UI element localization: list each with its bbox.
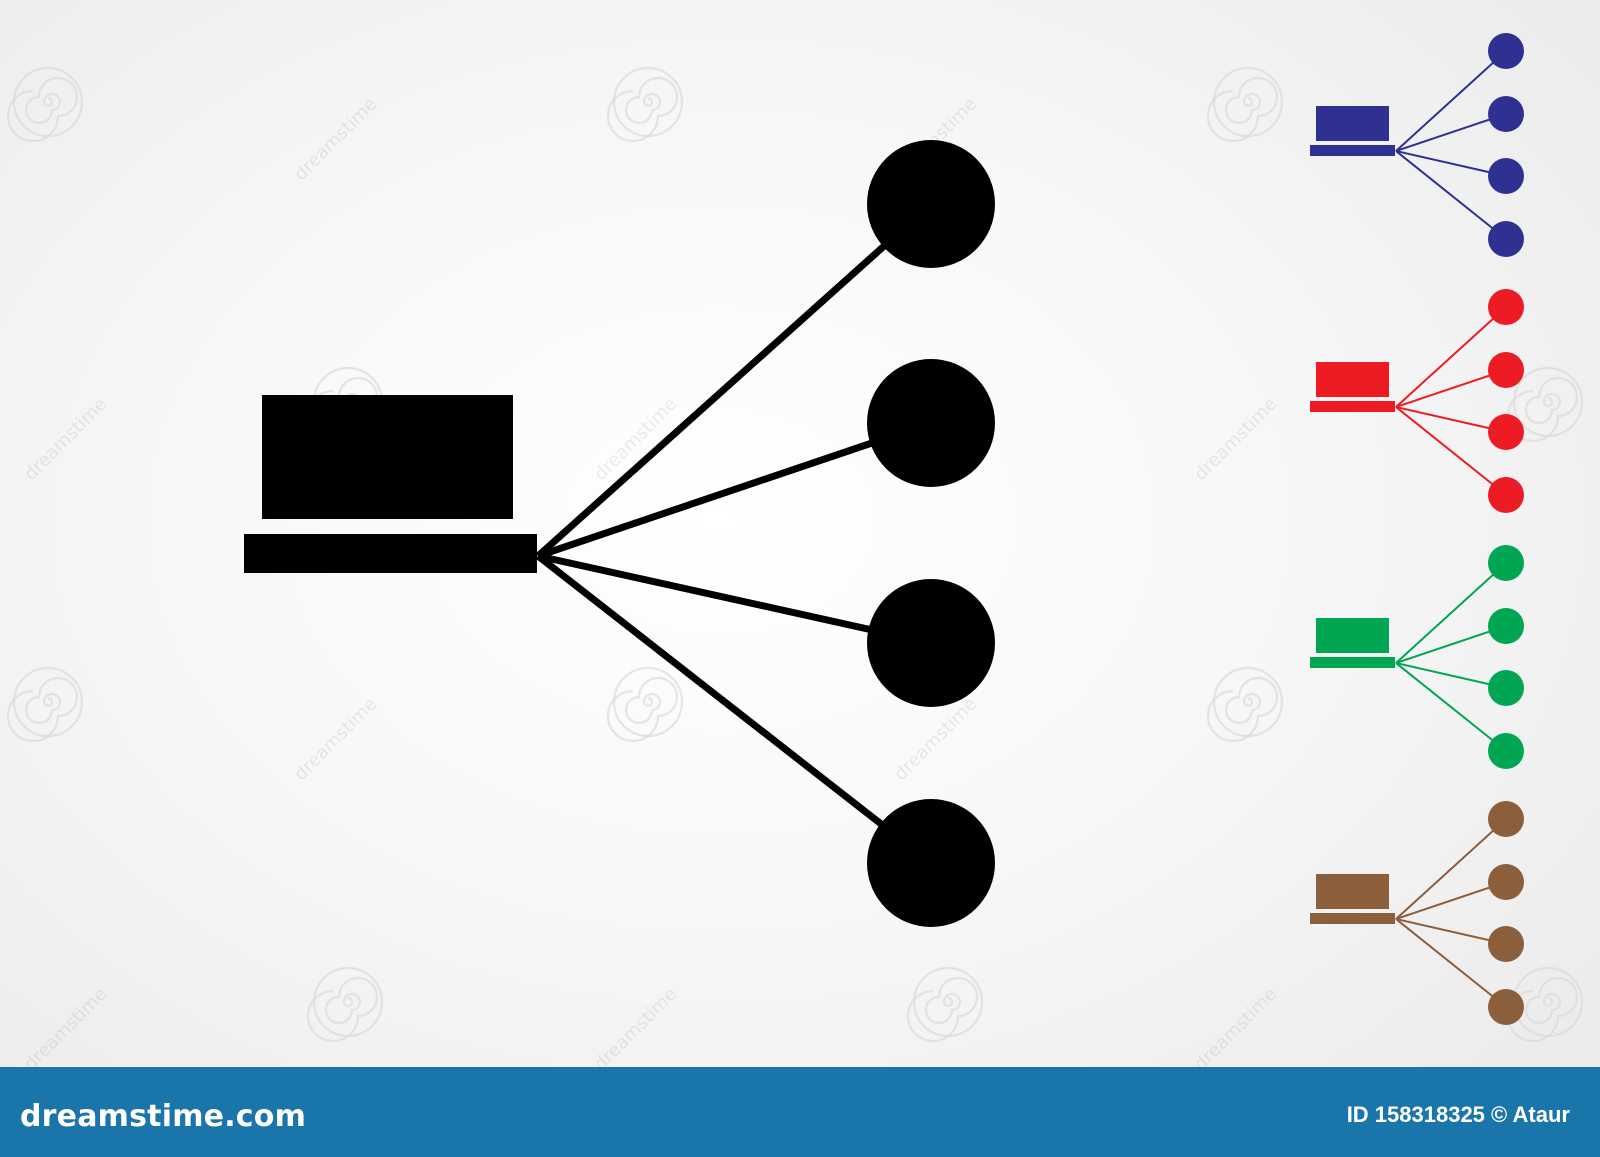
node-circle xyxy=(1488,733,1524,769)
node-circle xyxy=(1488,352,1524,388)
connector-line xyxy=(535,553,934,866)
laptop-screen xyxy=(1316,874,1389,909)
laptop-base xyxy=(1310,657,1395,668)
color-variants xyxy=(1310,33,1524,1025)
connector-line xyxy=(1395,662,1507,752)
connector-line xyxy=(1395,625,1507,664)
connector-line xyxy=(1395,50,1507,152)
watermark-swirl-icon xyxy=(1206,66,1284,143)
node-circle xyxy=(1488,33,1524,69)
site-logo[interactable]: dreamstime.com xyxy=(20,1099,307,1134)
connector-line xyxy=(1395,113,1507,152)
network-share-icon-brown xyxy=(1310,801,1524,1025)
watermark-swirl-icon xyxy=(6,666,84,743)
watermark-swirl-icon xyxy=(1506,366,1584,443)
connector-line xyxy=(1395,150,1507,177)
connector-line xyxy=(537,552,932,647)
connector-line xyxy=(1395,150,1507,240)
laptop-base xyxy=(1310,913,1395,924)
laptop-screen xyxy=(1316,618,1389,653)
watermark-swirl-icon xyxy=(606,666,684,743)
connector-line xyxy=(1395,406,1507,496)
node-circle xyxy=(867,799,995,927)
network-share-icon-red xyxy=(1310,289,1524,513)
laptop-screen xyxy=(1316,362,1389,397)
node-circle xyxy=(867,359,995,487)
laptop-base xyxy=(244,534,537,573)
node-circle xyxy=(1488,477,1524,513)
laptop-base xyxy=(1310,145,1395,156)
connector-line xyxy=(536,419,933,560)
node-circle xyxy=(1488,864,1524,900)
connector-line xyxy=(1395,369,1507,408)
connector-line xyxy=(535,201,934,559)
network-share-icon-green xyxy=(1310,545,1524,769)
node-circle xyxy=(1488,289,1524,325)
laptop-screen xyxy=(262,395,513,519)
watermark-swirl-icon xyxy=(1206,666,1284,743)
connector-line xyxy=(1395,662,1507,689)
connector-line xyxy=(1395,306,1507,408)
connector-line xyxy=(1395,818,1507,920)
node-circle xyxy=(1488,414,1524,450)
node-circle xyxy=(1488,96,1524,132)
watermark-swirl-icon xyxy=(6,66,84,143)
connector-line xyxy=(1395,406,1507,433)
connector-line xyxy=(1395,562,1507,664)
main-illustration xyxy=(244,33,1524,1025)
node-circle xyxy=(1488,670,1524,706)
node-circle xyxy=(867,579,995,707)
node-circle xyxy=(1488,989,1524,1025)
node-circle xyxy=(1488,545,1524,581)
node-circle xyxy=(1488,801,1524,837)
node-circle xyxy=(1488,221,1524,257)
network-share-icon-blue xyxy=(1310,33,1524,257)
watermark-swirl-icon xyxy=(306,966,384,1043)
connector-line xyxy=(1395,918,1507,1008)
node-circle xyxy=(1488,926,1524,962)
laptop-screen xyxy=(1316,106,1389,141)
watermark-swirl-icon xyxy=(606,66,684,143)
laptop-base xyxy=(1310,401,1395,412)
node-circle xyxy=(1488,608,1524,644)
node-circle xyxy=(1488,158,1524,194)
connector-line xyxy=(1395,918,1507,945)
footer-bar: dreamstime.com ID 158318325 © Ataur xyxy=(0,1067,1600,1157)
network-share-icon xyxy=(244,140,995,927)
connector-line xyxy=(1395,881,1507,920)
node-circle xyxy=(867,140,995,268)
image-credit: ID 158318325 © Ataur xyxy=(1346,1102,1570,1127)
watermark-swirl-icon xyxy=(906,966,984,1043)
